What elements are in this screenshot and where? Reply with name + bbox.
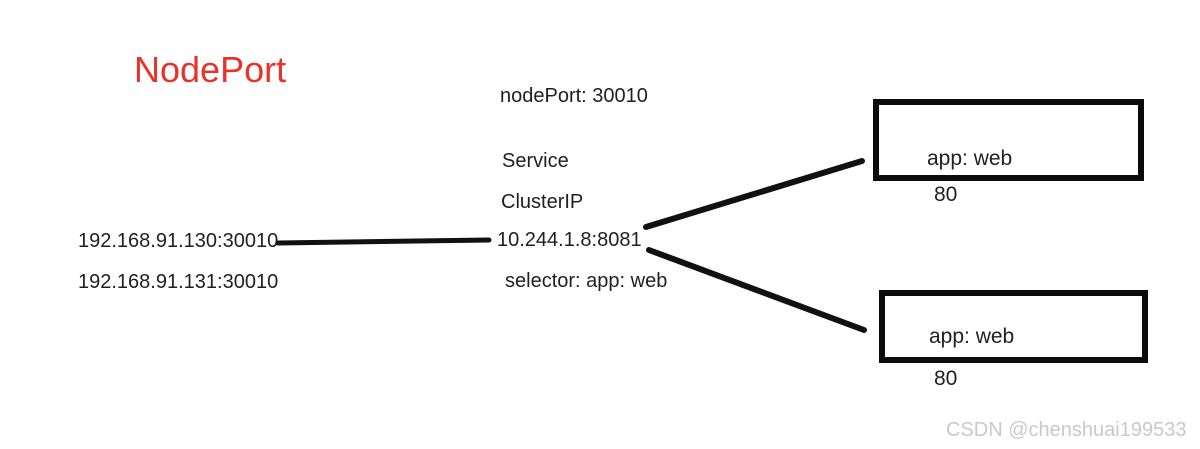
line-service-to-pod-2 bbox=[646, 247, 867, 333]
diagram-title: NodePort bbox=[134, 49, 287, 90]
line-service-to-pod-1 bbox=[643, 158, 865, 230]
service-kind-label: Service bbox=[502, 150, 569, 172]
pod-2-label: app: web bbox=[929, 325, 1015, 348]
watermark: CSDN @chenshuai199533 bbox=[946, 419, 1187, 441]
pod-2-port: 80 bbox=[934, 367, 958, 390]
service-selector-label: selector: app: web bbox=[505, 270, 668, 292]
node-address-2: 192.168.91.131:30010 bbox=[78, 271, 279, 293]
pod-box-2: app: web bbox=[879, 290, 1148, 363]
node-address-1: 192.168.91.130:30010 bbox=[78, 230, 279, 252]
line-node-to-service bbox=[275, 237, 492, 246]
service-cluster-ip: 10.244.1.8:8081 bbox=[497, 229, 642, 251]
service-nodeport-label: nodePort: 30010 bbox=[500, 85, 648, 107]
pod-1-label: app: web bbox=[927, 147, 1013, 170]
pod-box-1: app: web bbox=[873, 99, 1144, 181]
service-type-label: ClusterIP bbox=[501, 191, 584, 213]
pod-1-port: 80 bbox=[934, 183, 958, 206]
